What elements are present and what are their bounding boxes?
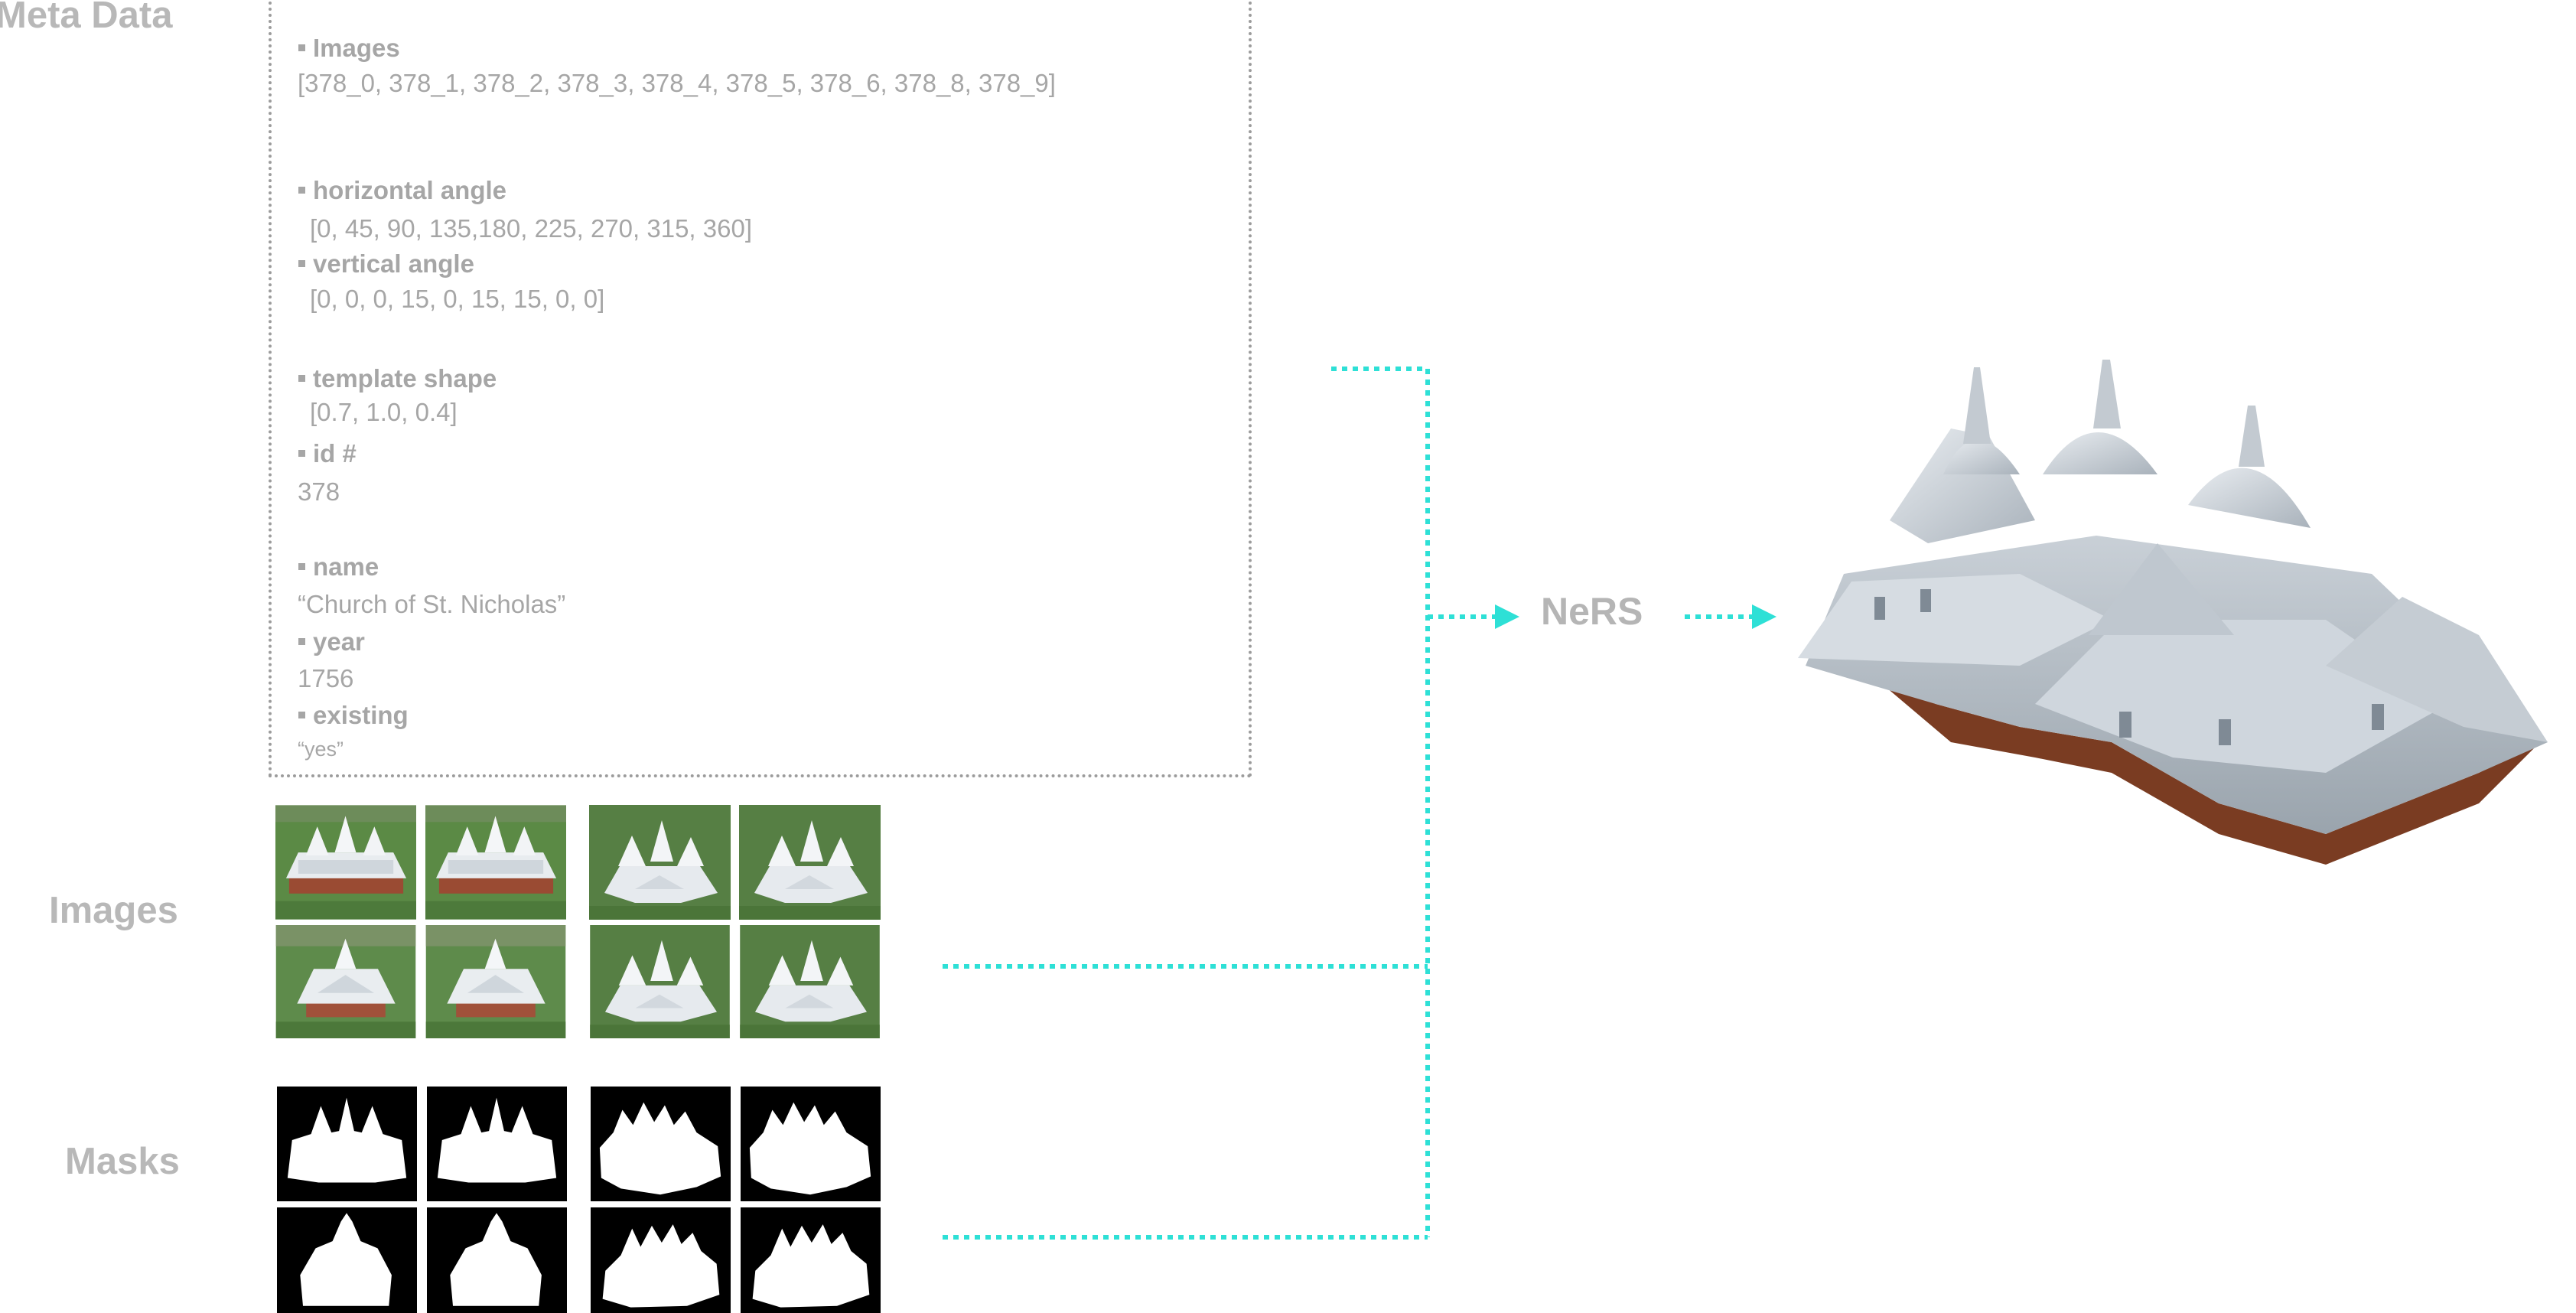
id-value: 378	[298, 477, 340, 506]
horizontal-angle-value: [0, 45, 90, 135,180, 225, 270, 315, 360]	[310, 214, 752, 243]
images-key: Images	[298, 34, 400, 63]
meta-data-title: Meta Data	[0, 0, 173, 36]
vertical-angle-key: vertical angle	[298, 249, 474, 279]
church-mask-2	[427, 1087, 567, 1201]
church-mask-1	[277, 1087, 417, 1201]
horizontal-angle-key: horizontal angle	[298, 176, 506, 205]
from-ners-arrowhead	[1752, 604, 1776, 629]
church-mask-6	[427, 1207, 567, 1313]
church-mask-3	[591, 1087, 731, 1201]
vertical-angle-value: [0, 0, 0, 15, 0, 15, 15, 0, 0]	[310, 285, 605, 313]
existing-value: “yes”	[298, 738, 344, 761]
images-value: [378_0, 378_1, 378_2, 378_3, 378_4, 378_…	[298, 69, 1056, 97]
masks-title: Masks	[65, 1141, 180, 1182]
church-mask-5	[277, 1207, 417, 1313]
to-ners-arrowhead	[1495, 604, 1519, 629]
template-shape-value: [0.7, 1.0, 0.4]	[310, 398, 458, 426]
church-mask-4	[741, 1087, 881, 1201]
year-key: year	[298, 627, 365, 656]
images-title: Images	[49, 890, 178, 931]
name-key: name	[298, 552, 379, 582]
year-value: 1756	[298, 664, 354, 692]
church-mask-7	[591, 1207, 731, 1313]
name-value: “Church of St. Nicholas”	[298, 590, 566, 618]
ners-label: NeRS	[1541, 590, 1643, 633]
id-key: id #	[298, 439, 357, 468]
meta-connector	[1331, 367, 1430, 1237]
meta-data-box	[269, 0, 1252, 777]
existing-key: existing	[298, 701, 409, 730]
template-shape-key: template shape	[298, 364, 497, 393]
church-mask-8	[741, 1207, 881, 1313]
church-3d-render-icon	[1798, 360, 2548, 865]
